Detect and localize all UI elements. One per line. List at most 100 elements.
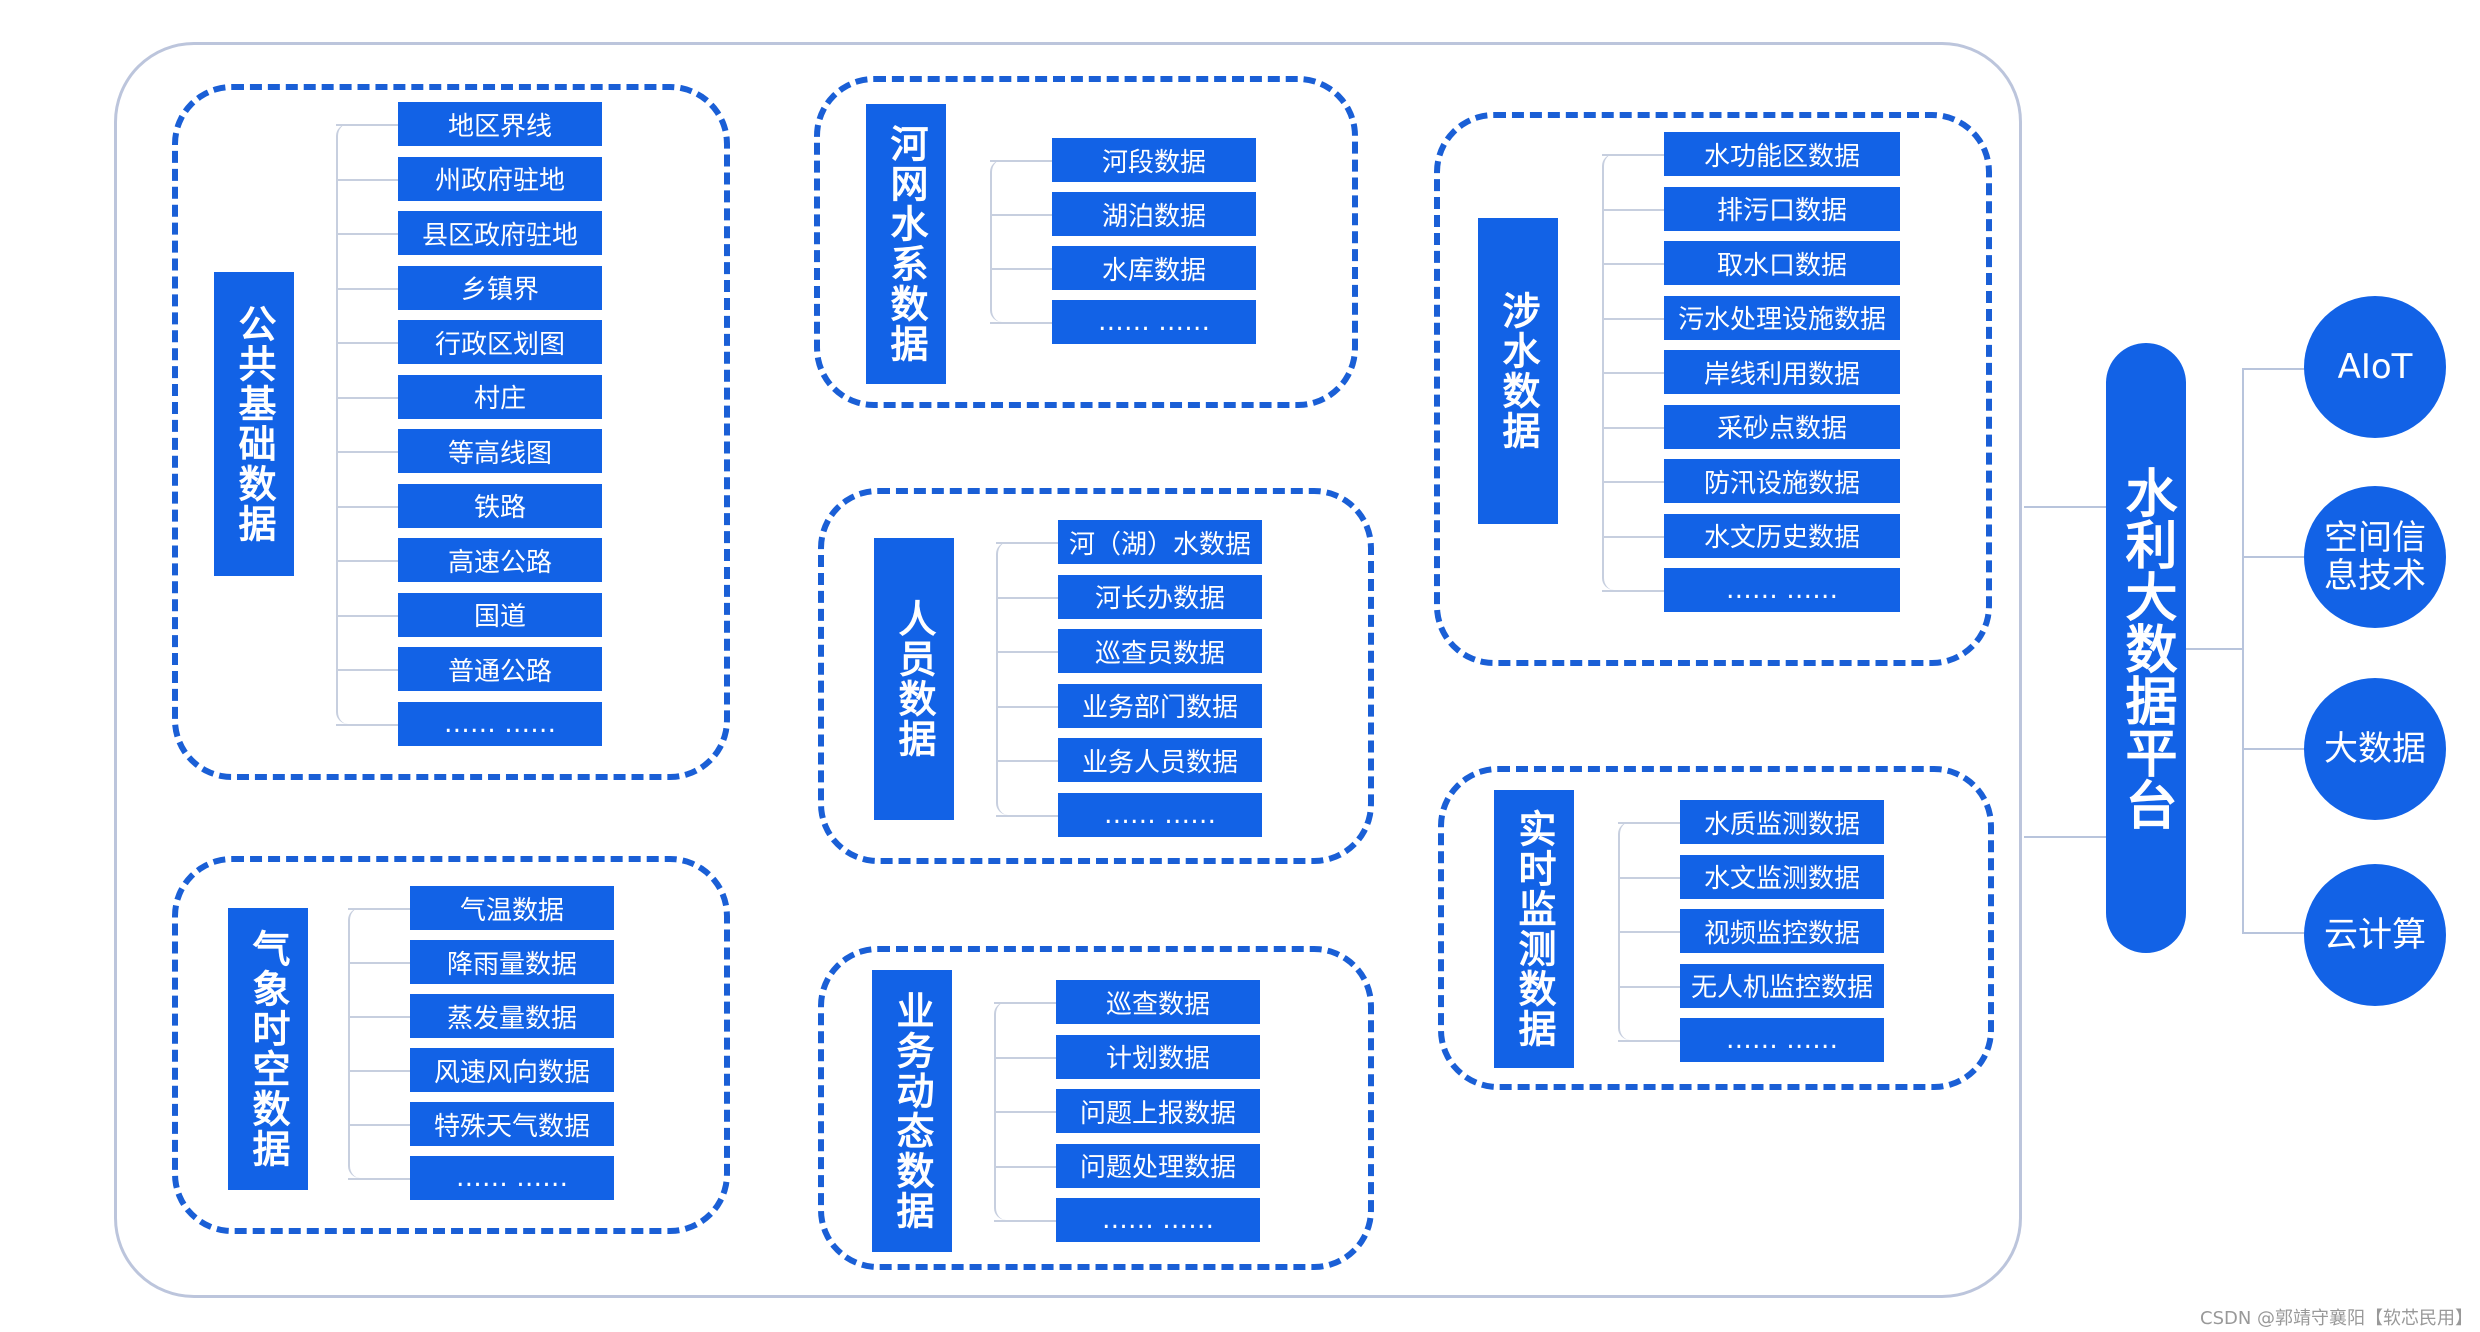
group-title-water-related-data: 涉水数据 <box>1478 218 1558 524</box>
tree-branch <box>336 396 398 399</box>
tech-connector-1 <box>2242 368 2308 370</box>
tree-spine <box>990 160 1002 322</box>
tree-branch <box>348 962 410 964</box>
tech-circle-spatial-info: 空间信息技术 <box>2304 486 2446 628</box>
data-item: 河（湖）水数据 <box>1058 520 1262 564</box>
data-item: 排污口数据 <box>1664 186 1900 231</box>
tech-connector-3 <box>2242 748 2308 750</box>
tree-branch <box>348 1016 410 1018</box>
group-title-meteorological-data: 气象时空数据 <box>228 908 308 1190</box>
tree-branch <box>1618 985 1680 988</box>
group-title-public-base-data: 公共基础数据 <box>214 272 294 576</box>
data-item: 行政区划图 <box>398 320 602 364</box>
tree-branch <box>336 342 398 344</box>
tree-branch <box>336 723 398 726</box>
tree-branch <box>336 124 398 126</box>
tree-branch <box>336 178 398 181</box>
data-item: 业务人员数据 <box>1058 738 1262 782</box>
tree-branch <box>336 287 398 290</box>
tree-branch <box>1602 426 1664 429</box>
tree-branch <box>994 1220 1056 1222</box>
data-item: 降雨量数据 <box>410 940 614 984</box>
tech-circle-big-data: 大数据 <box>2304 678 2446 820</box>
group-title-river-network-data: 河网水系数据 <box>866 104 946 384</box>
data-item: 河长办数据 <box>1058 574 1262 619</box>
tree-branch <box>348 1124 410 1126</box>
data-item: 水功能区数据 <box>1664 132 1900 176</box>
data-item: 气温数据 <box>410 886 614 930</box>
tree-branch <box>336 451 398 453</box>
data-item: 国道 <box>398 592 602 637</box>
group-title-realtime-monitoring-data: 实时监测数据 <box>1494 790 1574 1068</box>
connector-platform-top <box>2024 506 2106 508</box>
data-item: 地区界线 <box>398 102 602 146</box>
tree-branch <box>1602 535 1664 538</box>
data-item: 水质监测数据 <box>1680 800 1884 844</box>
data-item: 湖泊数据 <box>1052 192 1256 236</box>
tech-circle-aiot: AIoT <box>2304 296 2446 438</box>
tree-branch <box>1602 590 1664 592</box>
tree-branch <box>336 233 398 235</box>
data-item: 乡镇界 <box>398 265 602 310</box>
data-item: 水文监测数据 <box>1680 854 1884 899</box>
data-item: 蒸发量数据 <box>410 994 614 1038</box>
data-item: 河段数据 <box>1052 138 1256 182</box>
data-item: …… …… <box>398 701 602 746</box>
outer-frame <box>114 42 2022 1298</box>
tree-spine <box>996 542 1008 815</box>
data-item: 特殊天气数据 <box>410 1102 614 1146</box>
tree-branch <box>990 268 1052 270</box>
tree-branch <box>1618 1040 1680 1042</box>
tree-branch <box>1618 822 1680 824</box>
tree-branch <box>996 651 1058 653</box>
tech-connector-2 <box>2242 556 2308 558</box>
group-public-base-data <box>172 84 730 780</box>
data-item: …… …… <box>1052 300 1256 344</box>
group-river-network-data <box>814 76 1358 408</box>
tree-branch <box>336 614 398 617</box>
data-item: 水文历史数据 <box>1664 513 1900 558</box>
tree-branch <box>336 560 398 562</box>
tree-branch <box>990 214 1052 216</box>
tech-connector-main <box>2186 648 2244 650</box>
tree-branch <box>348 908 410 910</box>
tree-branch <box>996 596 1058 599</box>
tree-branch <box>348 1070 410 1072</box>
data-item: …… …… <box>1058 792 1262 837</box>
data-item: 视频监控数据 <box>1680 909 1884 953</box>
tree-branch <box>1602 263 1664 265</box>
tree-branch <box>1602 481 1664 483</box>
data-item: 巡查数据 <box>1056 980 1260 1024</box>
tree-branch <box>996 760 1058 762</box>
platform-title: 水利大数据平台 <box>2106 343 2186 953</box>
tree-branch <box>996 542 1058 544</box>
data-item: …… …… <box>410 1156 614 1200</box>
tree-spine <box>336 124 348 724</box>
data-item: 普通公路 <box>398 647 602 691</box>
tree-branch <box>336 505 398 508</box>
tree-branch <box>990 160 1052 162</box>
group-water-related-data <box>1434 112 1992 666</box>
group-title-personnel-data: 人员数据 <box>874 538 954 820</box>
data-item: 岸线利用数据 <box>1664 350 1900 394</box>
data-item: 采砂点数据 <box>1664 404 1900 449</box>
data-item: 业务部门数据 <box>1058 683 1262 728</box>
connector-platform-bottom <box>2024 836 2106 838</box>
tree-branch <box>1602 317 1664 320</box>
tree-branch <box>994 1165 1056 1168</box>
tree-branch <box>1618 931 1680 933</box>
data-item: …… …… <box>1056 1198 1260 1242</box>
tree-branch <box>1618 876 1680 879</box>
data-item: 村庄 <box>398 374 602 419</box>
tree-branch <box>996 814 1058 817</box>
tech-connector-spine <box>2242 368 2244 932</box>
data-item: …… …… <box>1680 1018 1884 1062</box>
data-item: 防汛设施数据 <box>1664 459 1900 503</box>
tree-branch <box>336 669 398 671</box>
data-item: 问题上报数据 <box>1056 1089 1260 1133</box>
data-item: 取水口数据 <box>1664 241 1900 285</box>
group-title-business-dynamic-data: 业务动态数据 <box>872 970 952 1252</box>
data-item: 无人机监控数据 <box>1680 963 1884 1008</box>
data-item: 县区政府驻地 <box>398 211 602 255</box>
group-business-dynamic-data <box>818 946 1374 1270</box>
